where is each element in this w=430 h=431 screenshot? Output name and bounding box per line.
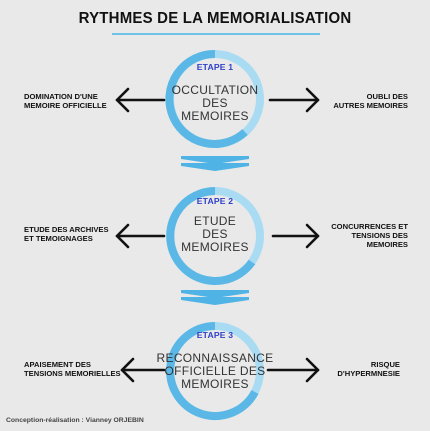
arrow-right-icon: [268, 87, 320, 113]
stage-2-left-line: ETUDE DES ARCHIVES: [24, 225, 109, 234]
stage-3-label: ETAPE 3: [196, 330, 234, 340]
arrow-left-icon: [115, 223, 166, 249]
stage-1-name: OCCULTATION DES MEMOIRES: [145, 84, 285, 123]
arrow-right-icon: [271, 223, 320, 249]
stage-2-ring: [166, 187, 264, 285]
stage-1-right-line: OUBLI DES: [366, 92, 408, 101]
stage-2-name-line: MEMOIRES: [181, 240, 249, 254]
arrow-left-icon: [120, 357, 166, 383]
stage-2-name-line: DES: [202, 227, 228, 241]
stage-2-right-text: CONCURRENCES ET TENSIONS DES MEMOIRES: [331, 222, 408, 249]
stage-1-left-line: DOMINATION D'UNE: [24, 92, 98, 101]
chevron-down-icon: [181, 290, 249, 305]
stage-1-ring: [165, 49, 264, 148]
stage-3-name-line: MEMOIRES: [181, 377, 249, 391]
stage-3-name-line: OFFICIELLE DES: [164, 364, 266, 378]
stage-2-left-line: ET TEMOIGNAGES: [24, 234, 93, 243]
stage-2-name-line: ETUDE: [193, 214, 237, 228]
stage-3-name-line: RECONNAISSANCE: [156, 351, 274, 365]
stage-3-name: RECONNAISSANCE OFFICIELLE DES MEMOIRES: [140, 352, 290, 391]
stage-3-right-line: RISQUE: [370, 360, 400, 369]
stage-2-label: ETAPE 2: [196, 196, 234, 206]
credit-text: Conception-réalisation : Vianney ORJEBIN: [6, 417, 144, 424]
stage-2-left-text: ETUDE DES ARCHIVES ET TEMOIGNAGES: [24, 225, 109, 243]
stage-2-right-line: MEMOIRES: [366, 240, 408, 249]
stage-1-right-text: OUBLI DES AUTRES MEMOIRES: [333, 92, 408, 110]
stage-3-left-line: TENSIONS MEMORIELLES: [24, 369, 121, 378]
stage-1-left-line: MEMOIRE OFFICIELLE: [24, 101, 107, 110]
arrow-left-icon: [115, 87, 166, 113]
title-underline: [112, 33, 320, 35]
stage-1-name-line: OCCULTATION: [171, 83, 259, 97]
stage-1-label: ETAPE 1: [196, 62, 234, 72]
page-title: RYTHMES DE LA MEMORIALISATION: [78, 9, 352, 28]
stage-1-right-line: AUTRES MEMOIRES: [333, 101, 408, 110]
stage-3-left-text: APAISEMENT DES TENSIONS MEMORIELLES: [24, 360, 121, 378]
stage-3-ring: [166, 322, 264, 420]
stage-3-right-text: RISQUE D'HYPERMNESIE: [337, 360, 400, 378]
stage-2-right-line: TENSIONS DES: [351, 231, 408, 240]
stage-1-name-line: MEMOIRES: [181, 109, 249, 123]
stage-3-left-line: APAISEMENT DES: [24, 360, 91, 369]
stage-2-name: ETUDE DES MEMOIRES: [145, 215, 285, 254]
stage-2-right-line: CONCURRENCES ET: [331, 222, 408, 231]
stage-1-left-text: DOMINATION D'UNE MEMOIRE OFFICIELLE: [24, 92, 107, 110]
arrow-right-icon: [266, 357, 320, 383]
chevron-down-icon: [181, 156, 249, 171]
stage-3-right-line: D'HYPERMNESIE: [337, 369, 400, 378]
stage-1-name-line: DES: [202, 96, 228, 110]
